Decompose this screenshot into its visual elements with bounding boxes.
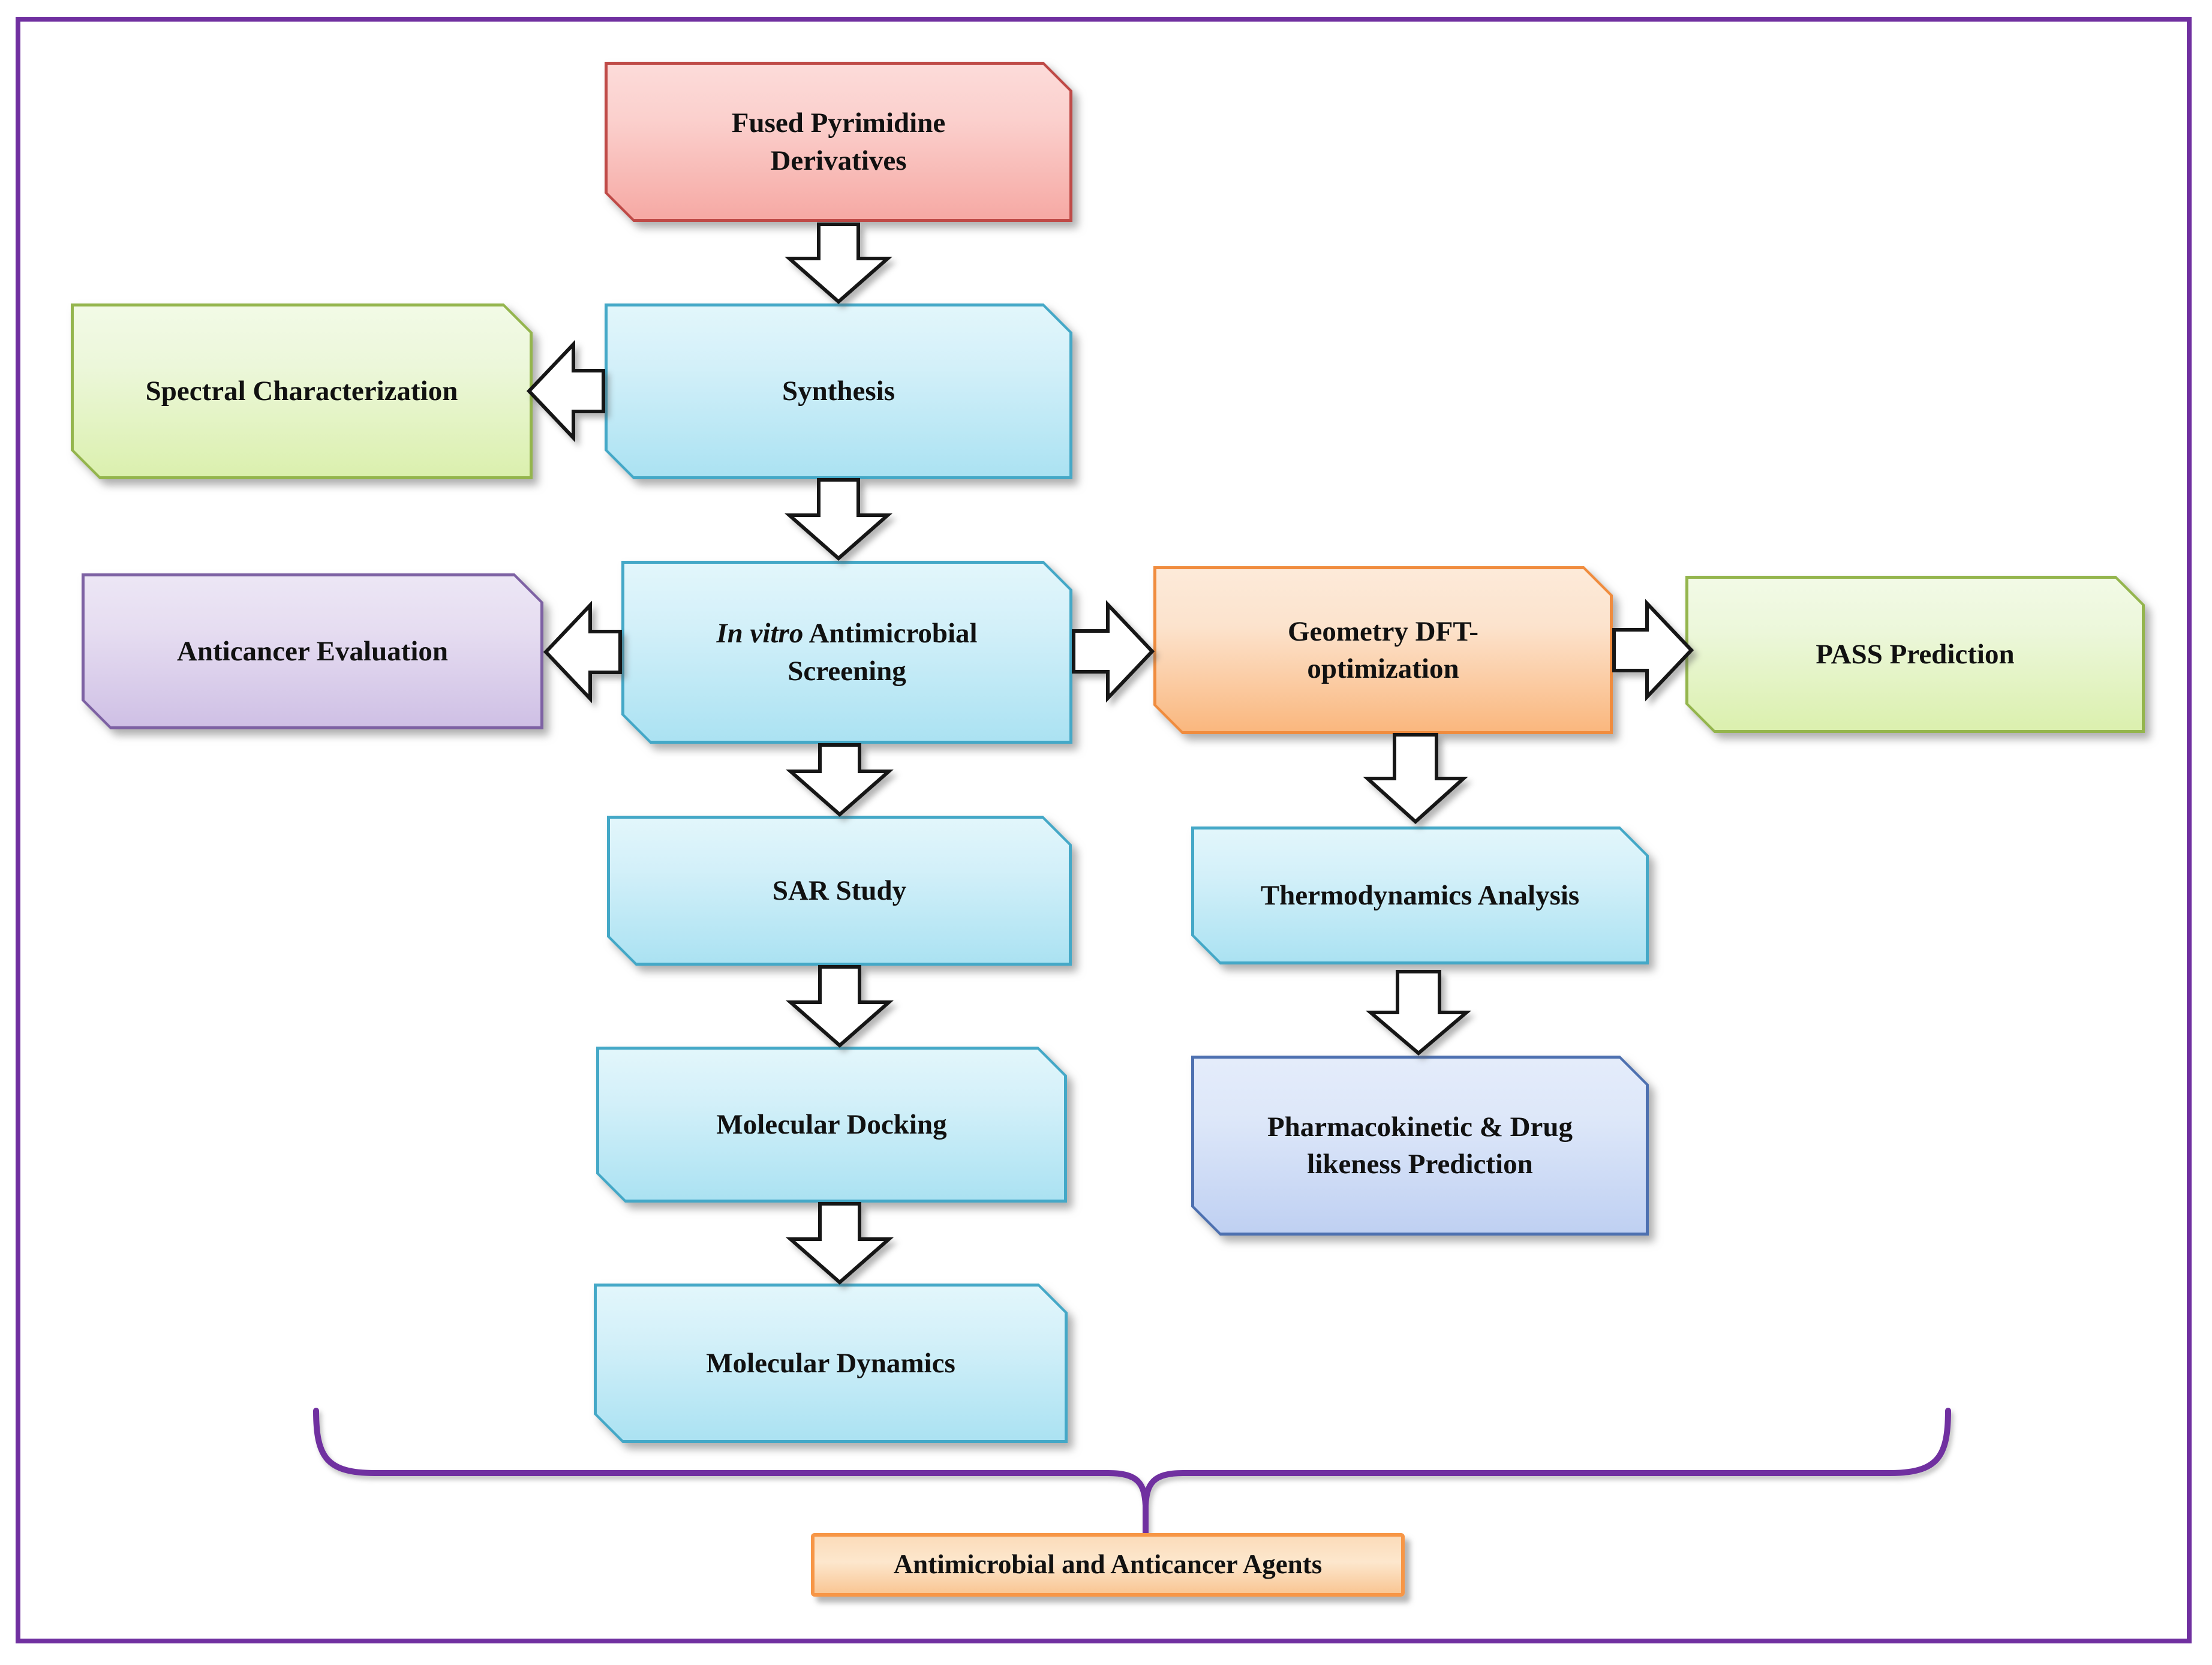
node-fill: Fused Pyrimidine Derivatives — [608, 65, 1069, 219]
node-label: PASS Prediction — [1816, 638, 2015, 670]
node-label: Molecular Docking — [716, 1108, 947, 1140]
node-fused-pyrimidine-derivatives: Fused Pyrimidine Derivatives — [605, 62, 1072, 222]
node-geometry-dft-optimization: Geometry DFT- optimization — [1153, 566, 1613, 734]
node-fill: Anticancer Evaluation — [85, 576, 540, 726]
node-fill: Synthesis — [608, 306, 1069, 476]
node-label: In vitro Antimicrobial Screening — [716, 615, 977, 689]
node-fill: Spectral Characterization — [74, 306, 530, 476]
node-thermodynamics-analysis: Thermodynamics Analysis — [1191, 827, 1649, 964]
node-label-italic: In vitro — [716, 618, 804, 650]
node-pass-prediction: PASS Prediction — [1685, 576, 2145, 733]
node-fill: SAR Study — [610, 819, 1069, 963]
node-molecular-docking: Molecular Docking — [596, 1047, 1067, 1203]
node-fill: Pharmacokinetic & Drug likeness Predicti… — [1194, 1059, 1646, 1233]
node-label: Anticancer Evaluation — [176, 635, 449, 667]
node-fill: PASS Prediction — [1688, 579, 2142, 730]
node-invitro-antimicrobial-screening: In vitro Antimicrobial Screening — [621, 561, 1072, 744]
node-label: Geometry DFT- optimization — [1287, 615, 1479, 684]
node-fill: Molecular Docking — [599, 1050, 1064, 1200]
node-synthesis: Synthesis — [605, 303, 1072, 479]
node-label: Fused Pyrimidine Derivatives — [731, 107, 946, 176]
node-molecular-dynamics: Molecular Dynamics — [594, 1284, 1068, 1443]
node-label-rest: Antimicrobial Screening — [788, 618, 978, 687]
node-label: Spectral Characterization — [145, 375, 458, 407]
node-fill: In vitro Antimicrobial Screening — [624, 564, 1069, 741]
node-pharmacokinetic-druglikeness: Pharmacokinetic & Drug likeness Predicti… — [1191, 1056, 1649, 1236]
node-fill: Thermodynamics Analysis — [1194, 830, 1646, 961]
node-sar-study: SAR Study — [607, 816, 1072, 966]
node-label: SAR Study — [772, 874, 907, 906]
outer-border — [16, 17, 2192, 1643]
node-label: Synthesis — [782, 375, 895, 407]
node-spectral-characterization: Spectral Characterization — [71, 303, 533, 479]
node-label: Molecular Dynamics — [706, 1347, 955, 1379]
node-anticancer-evaluation: Anticancer Evaluation — [82, 573, 543, 729]
node-antimicrobial-anticancer-agents: Antimicrobial and Anticancer Agents — [811, 1533, 1405, 1597]
node-label: Thermodynamics Analysis — [1260, 879, 1580, 911]
node-fill: Geometry DFT- optimization — [1156, 569, 1610, 731]
node-fill: Molecular Dynamics — [597, 1287, 1065, 1440]
node-label: Antimicrobial and Anticancer Agents — [893, 1549, 1323, 1580]
node-label: Pharmacokinetic & Drug likeness Predicti… — [1267, 1111, 1573, 1180]
